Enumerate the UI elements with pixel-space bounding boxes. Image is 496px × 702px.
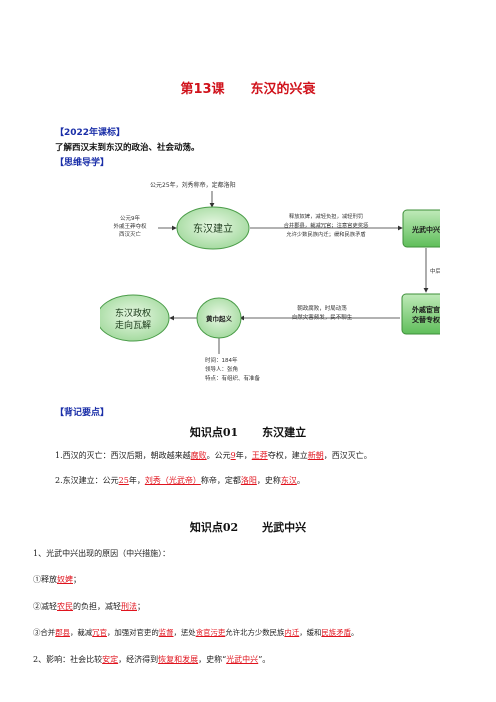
node-founding — [176, 206, 250, 250]
text: 。 — [350, 628, 359, 637]
blank: 恢复和发展 — [158, 655, 199, 664]
note-left-1: 公元9年 — [120, 214, 140, 222]
blank: 内迁 — [284, 628, 300, 637]
text: ，西汉灭亡。 — [323, 451, 372, 460]
text: 年， — [128, 476, 145, 485]
note-top: 公元25年，刘秀称帝，定都洛阳 — [150, 181, 236, 189]
label-collapse-1: 东汉政权 — [115, 307, 151, 319]
kp1-line-1: 1.西汉的灭亡：西汉后期，朝政越来越腐败。公元9年，王莽夺权，建立新朝，西汉灭亡… — [55, 450, 372, 461]
blank: 光武中兴 — [226, 655, 259, 664]
kp1-number: 知识点01 — [189, 426, 239, 439]
lesson-number: 第13课 — [180, 82, 225, 97]
node-uprising — [196, 297, 242, 339]
blank: 刑法 — [121, 602, 137, 611]
label-founding: 东汉建立 — [193, 222, 233, 235]
blank: 洛阳 — [240, 476, 257, 485]
lesson-title: 东汉的兴衰 — [250, 82, 316, 97]
note-bottom-3: 特点：有组织、有准备 — [205, 374, 261, 382]
note-mid-1: 释放奴婢，减轻负担，减轻刑罚 — [289, 212, 363, 220]
text: 。公元 — [206, 451, 231, 460]
text: 称帝，定都 — [200, 476, 241, 485]
blank: 新朝 — [307, 451, 324, 460]
text: ②减轻 — [33, 602, 57, 611]
text: 的负担，减轻 — [73, 602, 121, 611]
text: ，史称“ — [198, 655, 227, 664]
text: ”。 — [258, 655, 271, 664]
blank: 民族矛盾 — [321, 628, 351, 637]
section-mindmap: 【思维导学】 — [55, 158, 110, 168]
kp2-effect: 2、影响：社会比较安定，经济得到恢复和发展，史称“光武中兴”。 — [33, 654, 270, 665]
section-standard: 【2022年课标】 — [55, 128, 126, 138]
kp2-intro: 1、光武中兴出现的原因（中兴措施）： — [33, 549, 171, 558]
kp1-line-2: 2.东汉建立：公元25年，刘秀（光武帝）称帝，定都洛阳，史称东汉。 — [55, 475, 305, 486]
text: ，加强对官吏的 — [106, 628, 159, 637]
blank: 奴婢 — [57, 575, 73, 584]
text: ； — [73, 575, 81, 584]
label-dispute-1: 外戚宦官 — [412, 305, 440, 314]
blank: 刘秀（光武帝） — [144, 476, 201, 485]
text: ，史称 — [256, 476, 281, 485]
note-low-1: 朝政腐败，时局动荡 — [297, 304, 347, 312]
node-dispute — [401, 293, 440, 335]
text: ； — [137, 602, 145, 611]
note-mid-3: 允许少数民族内迁；缓和民族矛盾 — [286, 230, 366, 238]
blank: 监督 — [158, 628, 174, 637]
text: ，惩处 — [173, 628, 196, 637]
blank: 冗官 — [92, 628, 107, 637]
blank: 9 — [230, 451, 236, 460]
kp2-measure-3: ③合并郡县，裁减冗官，加强对官吏的监督，惩处贪官污吏允许北方少数民族内迁，缓和民… — [33, 627, 358, 638]
text: ，裁减 — [69, 628, 93, 637]
blank: 东汉 — [280, 476, 297, 485]
note-left-3: 西汉灭亡 — [119, 230, 142, 238]
text: 1.西汉的灭亡：西汉后期，朝政越来越 — [55, 451, 191, 460]
note-side: 中后期 — [430, 267, 440, 275]
node-collapse — [100, 294, 170, 342]
text: 2.东汉建立：公元 — [55, 476, 119, 485]
text: ①释放 — [33, 575, 57, 584]
label-dispute-2: 交替专权 — [412, 315, 440, 324]
label-uprising: 黄巾起义 — [206, 314, 233, 323]
text: ，缓和 — [299, 628, 322, 637]
blank: 安定 — [102, 655, 119, 664]
kp2-heading: 知识点02 光武中兴 — [0, 519, 496, 535]
node-revival — [402, 209, 440, 248]
kp2-measure-2: ②减轻农民的负担，减轻刑法； — [33, 601, 145, 612]
kp1-title: 东汉建立 — [262, 426, 307, 439]
text: 年， — [235, 451, 252, 460]
text: ，经济得到 — [118, 655, 159, 664]
kp1-heading: 知识点01 东汉建立 — [0, 424, 496, 440]
kp2-measure-1: ①释放奴婢； — [33, 574, 81, 585]
page-title: 第13课 东汉的兴衰 — [0, 78, 496, 97]
kp2-number: 知识点02 — [189, 521, 239, 534]
section-points: 【背记要点】 — [55, 408, 110, 418]
blank: 贪官污吏 — [195, 628, 226, 637]
note-mid-2: 合并郡县，裁减冗官；注意官吏奖惩 — [284, 221, 369, 229]
text: 。 — [296, 476, 305, 485]
text: 允许北方少数民族 — [225, 628, 285, 637]
blank: 农民 — [57, 602, 73, 611]
label-revival: 光武中兴 — [411, 225, 440, 234]
note-low-2: 自然灾害频发，民不聊生 — [292, 313, 353, 321]
note-left-2: 外戚王莽夺权 — [113, 222, 147, 230]
label-collapse-2: 走向瓦解 — [115, 319, 151, 331]
blank: 郡县 — [55, 628, 70, 637]
text: ③合并 — [33, 628, 56, 637]
blank: 腐败 — [190, 451, 207, 460]
note-bottom-2: 领导人：张角 — [205, 365, 238, 373]
mind-map-diagram: 东汉建立 光武中兴 外戚宦官 交替专权 黄巾起义 东汉政权 走向瓦解 公元25年… — [100, 181, 440, 382]
blank: 王莽 — [251, 451, 268, 460]
kp2-title: 光武中兴 — [262, 521, 307, 534]
blank: 25 — [118, 476, 129, 485]
text: 夺权，建立 — [267, 451, 308, 460]
standard-text: 了解西汉末到东汉的政治、社会动荡。 — [55, 143, 200, 153]
text: 2、影响：社会比较 — [33, 655, 103, 664]
note-bottom-1: 时间：184年 — [205, 356, 238, 364]
